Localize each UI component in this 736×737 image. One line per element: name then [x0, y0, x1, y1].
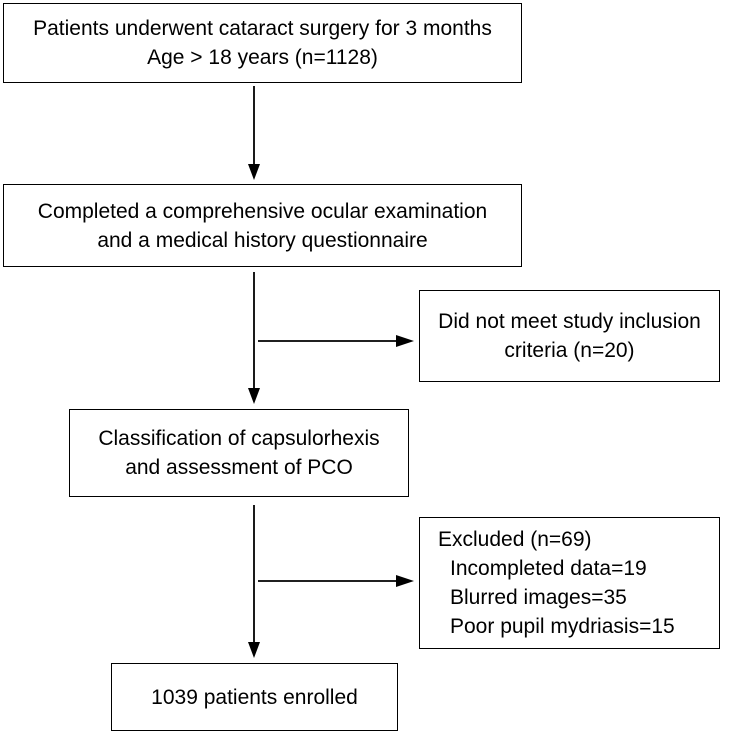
box-patients-enrolled: 1039 patients enrolled: [111, 663, 398, 731]
box-text-line: Did not meet study inclusion: [438, 310, 701, 333]
arrowhead-right: [396, 335, 414, 347]
box-text-line: and assessment of PCO: [125, 456, 353, 479]
box-patients-underwent-surgery: Patients underwent cataract surgery for …: [3, 3, 522, 83]
box-did-not-meet-criteria: Did not meet study inclusion criteria (n…: [419, 290, 720, 382]
box-text-line: criteria (n=20): [504, 339, 635, 362]
box-text-line: Age > 18 years (n=1128): [147, 46, 378, 69]
box-text-line: 1039 patients enrolled: [151, 685, 358, 709]
box-text-line: and a medical history questionnaire: [97, 228, 428, 252]
arrowhead-down: [248, 164, 260, 180]
excluded-title: Excluded (n=69): [438, 528, 592, 551]
box-text-line: Patients underwent cataract surgery for …: [33, 17, 492, 40]
arrowhead-down: [248, 642, 260, 658]
box-completed-examination: Completed a comprehensive ocular examina…: [3, 184, 522, 267]
box-text-line: Classification of capsulorhexis: [98, 427, 380, 450]
box-excluded: Excluded (n=69) Incompleted data=19 Blur…: [419, 517, 720, 649]
excluded-item: Incompleted data=19: [450, 557, 647, 580]
excluded-item: Poor pupil mydriasis=15: [450, 615, 675, 638]
arrowhead-down: [248, 388, 260, 404]
box-text-line: Completed a comprehensive ocular examina…: [37, 199, 488, 223]
excluded-item: Blurred images=35: [450, 586, 627, 609]
box-classification-capsulorhexis: Classification of capsulorhexis and asse…: [69, 409, 409, 497]
arrowhead-right: [396, 575, 414, 587]
